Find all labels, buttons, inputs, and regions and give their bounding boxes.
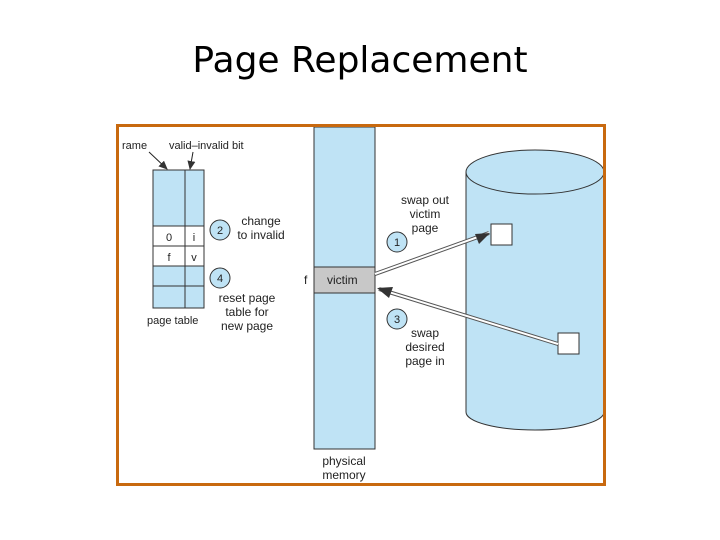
page-table-label: page table [147,315,198,327]
step-4-text-line3: new page [221,319,273,333]
step-4-text-line1: reset page [219,291,276,305]
frame-pointer-arrow [148,151,168,170]
disk-cylinder [465,149,603,431]
page-table-row-frame: f [167,252,171,264]
step-4-marker: 4 [209,267,231,289]
valid-invalid-bit-label: valid–invalid bit [169,140,244,152]
victim-label: victim [327,273,358,287]
step-3-text-line3: page in [405,354,444,368]
victim-page-on-disk [490,223,513,246]
swap-in-arrowhead [377,287,393,298]
bit-pointer-arrow [187,151,196,170]
swap-out-arrowhead [475,233,490,244]
step-4-text-line2: table for [225,305,268,319]
disk-top [465,149,603,195]
slide-title: Page Replacement [192,40,528,81]
step-1-number: 1 [394,237,400,249]
page-table: 0 i f v [152,169,205,309]
physical-memory-label-line2: memory [322,468,365,482]
physical-memory-label-line1: physical [322,454,365,468]
page-replacement-diagram: rame valid–invalid bit 0 i f v page tabl… [122,127,603,482]
desired-page-on-disk [557,332,580,355]
step-1-marker: 1 [386,231,408,253]
victim-frame [313,266,376,294]
step-1-text-line1: swap out [401,193,450,207]
page-table-row-bit: i [193,232,195,244]
step-1-text-line2: victim [410,207,441,221]
page-table-row-frame: 0 [166,232,172,244]
step-2-marker: 2 [209,219,231,241]
step-3-text-line1: swap [411,326,439,340]
frame-f-marker: f [304,273,308,287]
step-3-text-line2: desired [405,340,444,354]
frame-label: rame [122,140,147,152]
page-table-row-bit: v [191,252,197,264]
step-4-number: 4 [217,273,223,285]
step-2-text-line1: change [241,214,281,228]
diagram-frame: rame valid–invalid bit 0 i f v page tabl… [116,124,606,486]
step-3-number: 3 [394,314,400,326]
step-3-marker: 3 [386,308,408,330]
step-2-number: 2 [217,225,223,237]
step-1-text-line3: page [412,221,439,235]
step-2-text-line2: to invalid [237,228,284,242]
